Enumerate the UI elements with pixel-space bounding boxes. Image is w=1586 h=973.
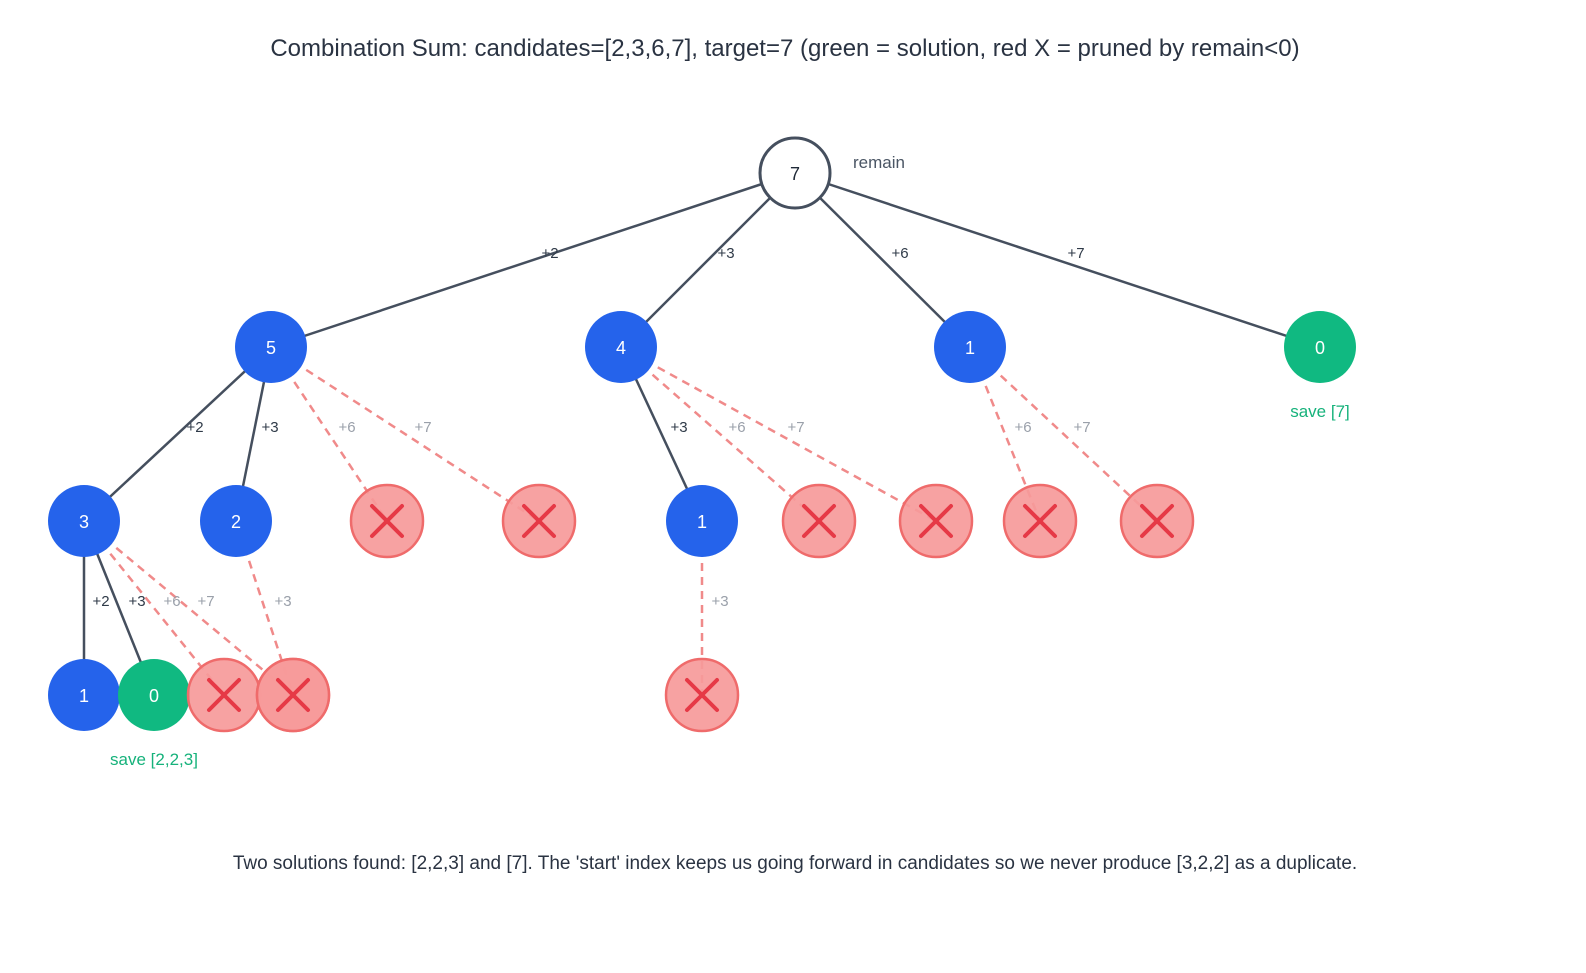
tree-node-pruned [898, 483, 974, 559]
node-circle [666, 485, 738, 557]
solution-note: save [2,2,3] [110, 750, 198, 769]
edge-label: +3 [128, 593, 145, 610]
nodes-layer: 7 5 4 1 0 3 2 1 1 0 [48, 136, 1356, 733]
edge-label: +6 [1014, 419, 1031, 436]
pruned-x-icon [207, 678, 241, 712]
node-circle [585, 311, 657, 383]
tree-edge-n0-n3 [794, 172, 971, 348]
edge-label: +3 [261, 419, 278, 436]
tree-node-active: 2 [200, 485, 272, 557]
tree-edge-n2-n10 [620, 346, 820, 522]
tree-edge-n5-n17 [83, 520, 294, 696]
pruned-x-icon [919, 504, 953, 538]
node-remain-value: 1 [79, 686, 89, 706]
pruned-x-icon [522, 504, 556, 538]
node-remain-value: 0 [149, 686, 159, 706]
tree-node-active: 1 [48, 659, 120, 731]
tree-node-pruned [1119, 483, 1195, 559]
tree-edge-n0-n4 [794, 171, 1321, 349]
node-circle [1284, 311, 1356, 383]
pruned-x-icon [685, 678, 719, 712]
edge-label: +3 [717, 245, 734, 262]
node-circle [48, 485, 120, 557]
edge-label: +6 [891, 245, 908, 262]
diagram-title: Combination Sum: candidates=[2,3,6,7], t… [270, 35, 1299, 62]
notes-layer: save [7] save [2,2,3] [110, 402, 1350, 769]
pruned-x-icon [276, 678, 310, 712]
tree-edge-n1-n5 [83, 346, 272, 522]
node-circle [118, 659, 190, 731]
tree-node-active: 1 [934, 311, 1006, 383]
tree-node-solution: 0 [118, 659, 190, 731]
node-circle [758, 136, 832, 210]
tree-node-root: 7 [758, 136, 832, 210]
root-remain-annotation: remain [853, 153, 905, 172]
tree-node-solution: 0 [1284, 311, 1356, 383]
tree-node-active: 3 [48, 485, 120, 557]
edge-label: +3 [711, 593, 728, 610]
node-remain-value: 4 [616, 338, 626, 358]
node-circle [48, 659, 120, 731]
tree-node-pruned [255, 657, 331, 733]
node-circle [934, 311, 1006, 383]
tree-edge-n0-n1 [270, 171, 796, 349]
tree-node-pruned [186, 657, 262, 733]
node-remain-value: 1 [697, 512, 707, 532]
edge-label: +6 [728, 419, 745, 436]
edge-labels-layer: +2 +3 +6 +7 +2 +3 +6 +7 +3 +6 +7 +6 +7 +2 +3 +6 +7 +3 +3 [92, 245, 1090, 610]
edge-label: +6 [163, 593, 180, 610]
pruned-x-icon [1140, 504, 1174, 538]
edge-label: +2 [541, 245, 558, 262]
tree-node-active: 1 [666, 485, 738, 557]
edge-label: +7 [197, 593, 214, 610]
node-remain-value: 7 [790, 164, 800, 184]
pruned-x-icon [1023, 504, 1057, 538]
tree-edge-n2-n11 [620, 345, 937, 523]
node-remain-value: 0 [1315, 338, 1325, 358]
edge-label: +7 [414, 419, 431, 436]
pruned-x-icon [802, 504, 836, 538]
tree-edge-n3-n13 [969, 346, 1158, 522]
node-remain-value: 1 [965, 338, 975, 358]
edge-label: +2 [186, 419, 203, 436]
edge-label: +3 [274, 593, 291, 610]
tree-edge-n1-n8 [270, 345, 540, 523]
footer-caption: Two solutions found: [2,2,3] and [7]. Th… [233, 853, 1357, 874]
tree-node-pruned [1002, 483, 1078, 559]
edge-label: +7 [1067, 245, 1084, 262]
node-circle [200, 485, 272, 557]
node-remain-value: 5 [266, 338, 276, 358]
edge-label: +3 [670, 419, 687, 436]
tree-node-pruned [664, 657, 740, 733]
pruned-x-icon [370, 504, 404, 538]
node-circle [235, 311, 307, 383]
node-remain-value: 2 [231, 512, 241, 532]
tree-node-pruned [781, 483, 857, 559]
tree-node-pruned [349, 483, 425, 559]
edge-label: +7 [787, 419, 804, 436]
solution-note: save [7] [1290, 402, 1350, 421]
tree-edge-n0-n2 [620, 172, 796, 348]
edge-label: +6 [338, 419, 355, 436]
tree-node-pruned [501, 483, 577, 559]
tree-node-active: 4 [585, 311, 657, 383]
tree-node-active: 5 [235, 311, 307, 383]
edge-label: +7 [1073, 419, 1090, 436]
node-remain-value: 3 [79, 512, 89, 532]
edge-label: +2 [92, 593, 109, 610]
